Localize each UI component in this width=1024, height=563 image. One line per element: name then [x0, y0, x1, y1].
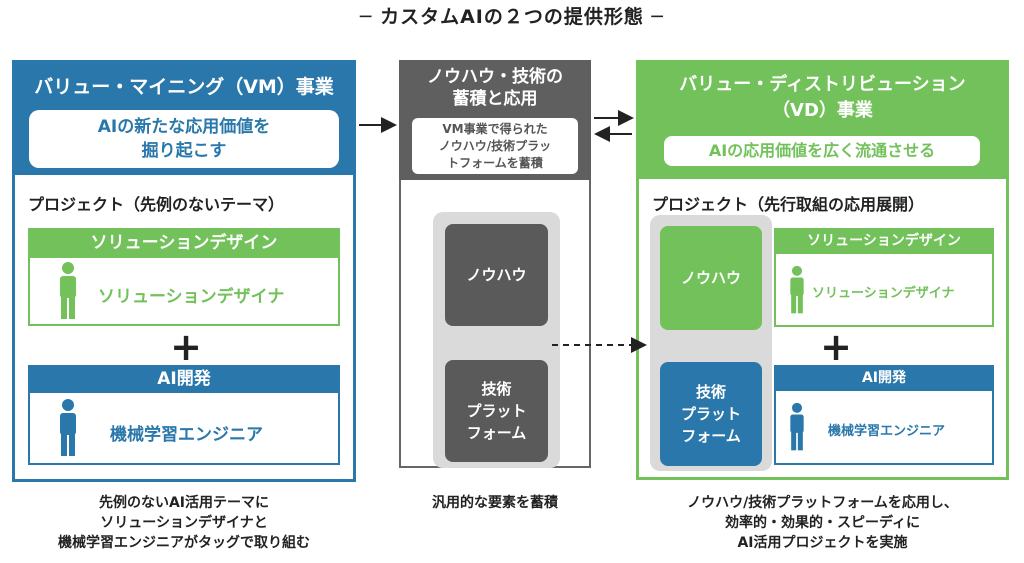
vm-title: バリュー・マイニング（VM）事業 [34, 76, 334, 98]
vd-solution-bar: ソリューションデザイン [774, 228, 994, 254]
vd-subtitle: AIの応用価値を広く流通させる [664, 136, 980, 166]
vm-plus-sign: + [170, 325, 202, 369]
vd-title: バリュー・ディストリビューション （VD）事業 [639, 72, 1006, 124]
vm-project-title: プロジェクト（先例のないテーマ） [28, 195, 285, 214]
vm-solution-bar: ソリューションデザイン [28, 228, 340, 258]
middle-tech-line3: フォーム [466, 424, 527, 442]
middle-subtitle: VM事業で得られた ノウハウ/技術プラッ トフォームを蓄積 [412, 118, 578, 174]
vd-project-title: プロジェクト（先行取組の応用展開） [652, 195, 925, 214]
vm-designer-label: ソリューションデザイナ [98, 287, 285, 307]
vd-plus-sign: + [820, 325, 852, 369]
middle-title-line2: 蓄積と応用 [452, 89, 538, 109]
vm-designer-person-icon [56, 262, 80, 320]
middle-title: ノウハウ・技術の 蓄積と応用 [399, 66, 591, 110]
middle-knowhow-box: ノウハウ [445, 224, 548, 326]
vm-caption-line1: 先例のないAI活用テーマに [98, 495, 270, 511]
vd-ai-bar: AI開発 [774, 365, 994, 391]
vm-engineer-label: 機械学習エンジニア [110, 425, 263, 445]
vd-tech-line3: フォーム [681, 427, 741, 445]
vd-title-line2: （VD）事業 [772, 100, 873, 121]
middle-title-line1: ノウハウ・技術の [427, 67, 563, 87]
middle-subtitle-line1: VM事業で得られた [442, 122, 548, 136]
vd-caption-line1: ノウハウ/技術プラットフォームを応用し、 [687, 495, 958, 511]
vm-subtitle-line2: 掘り起こす [141, 141, 227, 161]
vd-designer-person-icon [787, 262, 807, 318]
middle-caption: 汎用的な要素を蓄積 [432, 495, 558, 511]
vm-caption: 先例のないAI活用テーマに ソリューションデザイナと 機械学習エンジニアがタッグ… [12, 493, 356, 553]
vm-caption-line3: 機械学習エンジニアがタッグで取り組む [58, 535, 310, 551]
vd-engineer-label: 機械学習エンジニア [828, 424, 946, 439]
vd-caption-line3: AI活用プロジェクトを実施 [737, 535, 908, 551]
middle-tech-platform-box: 技術 プラット フォーム [445, 360, 548, 462]
vd-engineer-person-icon [787, 399, 807, 455]
vd-designer-label: ソリューションデザイナ [812, 286, 955, 301]
vm-ai-bar: AI開発 [28, 365, 340, 393]
vd-tech-line1: 技術 [695, 383, 726, 401]
middle-tech-line1: 技術 [481, 380, 512, 398]
middle-subtitle-line3: トフォームを蓄積 [447, 156, 543, 170]
vd-tech-line2: プラット [680, 405, 741, 423]
vm-subtitle: AIの新たな応用価値を 掘り起こす [29, 110, 339, 168]
vd-caption: ノウハウ/技術プラットフォームを応用し、 効率的・効果的・スピーディに AI活用… [630, 493, 1015, 553]
vm-caption-line2: ソリューションデザイナと [100, 515, 268, 531]
vd-knowhow-box: ノウハウ [660, 226, 762, 330]
middle-tech-line2: プラット [466, 402, 527, 420]
diagram-title: ─ カスタムAIの２つの提供形態 ─ [360, 6, 664, 28]
vm-engineer-person-icon [56, 399, 80, 457]
vd-caption-line2: 効率的・効果的・スピーディに [724, 515, 921, 531]
vd-title-line1: バリュー・ディストリビューション [679, 74, 966, 95]
middle-subtitle-line2: ノウハウ/技術プラッ [438, 139, 552, 153]
vd-tech-platform-box: 技術 プラット フォーム [660, 362, 762, 466]
vm-subtitle-line1: AIの新たな応用価値を [97, 117, 271, 137]
